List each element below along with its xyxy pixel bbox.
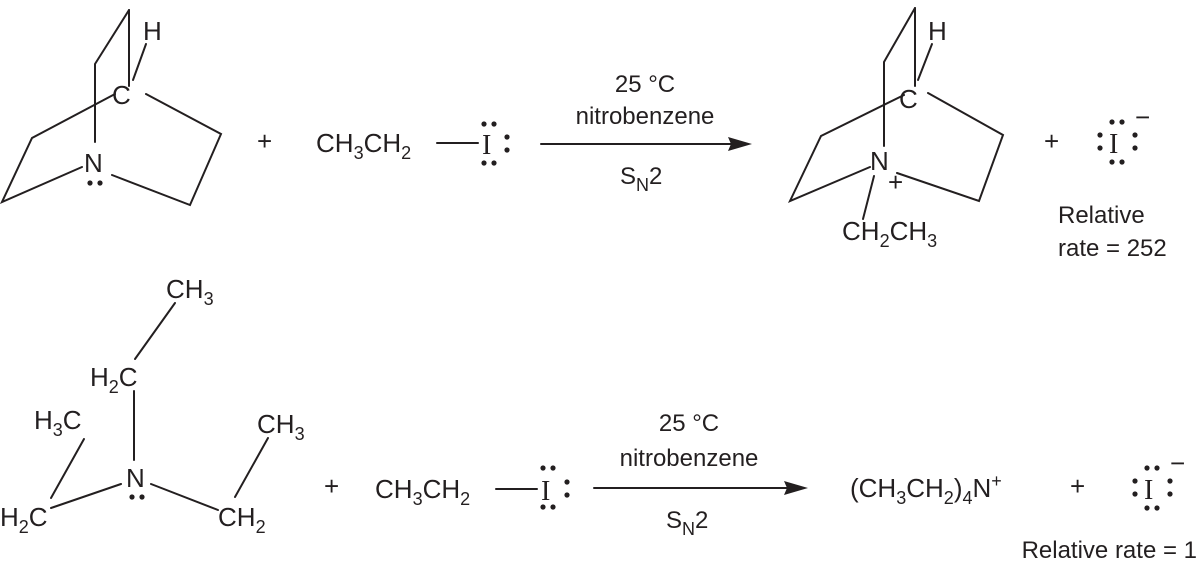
quinuclidine-reactant: H C N	[0, 9, 223, 207]
methyl-group: CH3	[257, 409, 305, 444]
quinuclidinium-product: H C N + CH2CH3	[787, 7, 1005, 251]
triethylamine: CH3 H2C H3C CH3 N H2C CH2	[0, 274, 305, 537]
bond	[134, 302, 176, 360]
methyl-group: H3C	[34, 405, 82, 440]
ethyl-group-label: CH2CH3	[842, 216, 937, 251]
relative-rate-value: rate = 252	[1058, 235, 1167, 262]
atom-n: N	[126, 463, 145, 493]
cage-bond	[883, 7, 916, 147]
mechanism-label: SN2	[666, 507, 708, 539]
solvent-label: nitrobenzene	[620, 445, 759, 472]
plus-sign: +	[1044, 126, 1059, 156]
ethyl-iodide: CH3CH2 I	[316, 121, 510, 166]
cage-bond	[94, 9, 130, 143]
bond	[234, 437, 269, 498]
methyl-group: CH3	[166, 274, 214, 309]
cage-bond	[0, 93, 116, 204]
ethyl-group-label: CH3CH2	[316, 128, 411, 163]
lone-pairs	[481, 121, 510, 166]
lone-pair	[87, 180, 103, 186]
negative-charge: −	[1135, 102, 1150, 132]
negative-charge: −	[1170, 448, 1185, 478]
arrow-head	[784, 481, 808, 495]
reaction-1: H C N + CH3CH2 I 25 °C nitroben	[0, 7, 1167, 262]
temperature-label: 25 °C	[615, 71, 675, 98]
iodine-atom: I	[1109, 129, 1118, 160]
lone-pairs	[1132, 465, 1173, 511]
ethyl-group-label: CH3CH2	[375, 474, 470, 509]
positive-charge: +	[888, 167, 903, 197]
plus-sign: +	[324, 471, 339, 501]
methylene-group: H2C	[90, 362, 138, 397]
relative-rate-label: Relative rate = 1	[1022, 537, 1197, 563]
plus-sign: +	[257, 126, 272, 156]
mechanism-label: SN2	[620, 163, 662, 195]
iodine-atom: I	[541, 476, 550, 507]
reaction-2: CH3 H2C H3C CH3 N H2C CH2 +	[0, 274, 1197, 563]
iodine-atom: I	[1144, 475, 1153, 506]
reaction-arrow-1: 25 °C nitrobenzene SN2	[540, 71, 752, 195]
methylene-group: CH2	[218, 502, 266, 537]
iodide-ion: I −	[1132, 448, 1185, 511]
iodine-atom: I	[482, 130, 491, 161]
atom-c: C	[112, 80, 131, 110]
bond	[50, 438, 85, 499]
lone-pair	[129, 494, 145, 500]
cage-bond	[787, 94, 905, 203]
lone-pairs	[1097, 119, 1138, 165]
arrow-head	[728, 137, 752, 151]
cage-bond	[896, 92, 1005, 203]
atom-h: H	[928, 16, 947, 46]
atom-c: C	[899, 84, 918, 114]
plus-sign: +	[1070, 471, 1085, 501]
bond	[150, 483, 219, 511]
n-ethyl-bond	[862, 175, 875, 220]
reaction-arrow-2: 25 °C nitrobenzene SN2	[593, 410, 808, 539]
cage-bond	[132, 43, 147, 81]
temperature-label: 25 °C	[659, 410, 719, 437]
cage-bond	[917, 43, 933, 81]
cage-bond	[111, 93, 223, 207]
lone-pairs	[540, 465, 570, 510]
atom-n: N	[84, 148, 103, 178]
tetraethylammonium-product: (CH3CH2)4N+	[850, 471, 1002, 508]
solvent-label: nitrobenzene	[576, 103, 715, 130]
bond	[50, 483, 122, 509]
atom-n: N	[870, 146, 889, 176]
methylene-group: H2C	[0, 502, 48, 537]
atom-h: H	[143, 16, 162, 46]
iodide-ion: I −	[1097, 102, 1150, 165]
ethyl-iodide: CH3CH2 I	[375, 465, 570, 510]
relative-rate-label: Relative	[1058, 202, 1145, 229]
